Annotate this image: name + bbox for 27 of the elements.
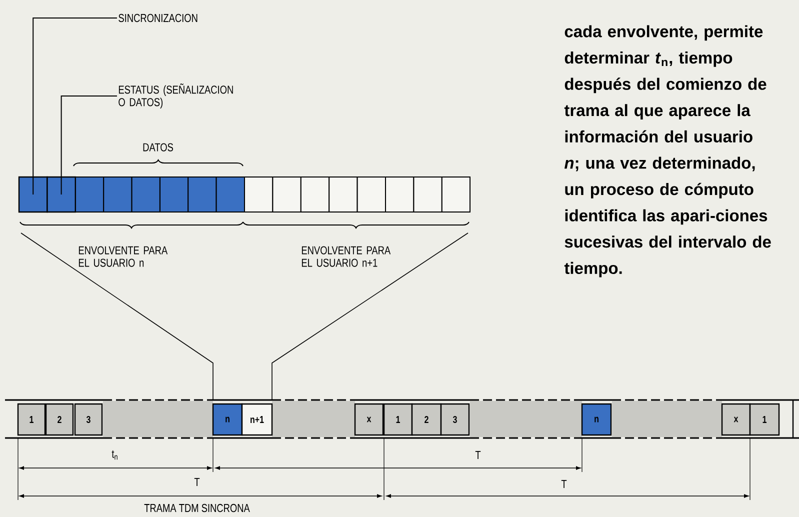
leader-line (32, 18, 118, 195)
slot-cell: 1 (749, 403, 780, 436)
slot-cell: 2 (411, 403, 442, 436)
dimension-label: T (194, 478, 200, 486)
slot-cell: n (581, 403, 612, 436)
slot-cell: n+1 (241, 403, 273, 436)
slot-cell: x (721, 403, 751, 436)
slot-cell (46, 176, 76, 213)
slot-cell: n (212, 403, 243, 436)
slot-cell: 2 (45, 403, 74, 436)
dimension-label: T (561, 480, 567, 488)
explanatory-paragraph: cada envolvente, permite determinar t$_{n}$, tiempo después del comienzo de trama al que aparece la información del usuario n; una vez determinado, un proceso de cómputo identifica las apari-ciones sucesivas del intervalo de tiempo. (564, 25, 771, 278)
envelope-label: ENVOLVENTE PARA EL USUARIO n (78, 246, 168, 267)
dimension-label: TRAMA TDM SINCRONA (144, 504, 250, 512)
dimension-label: T (475, 451, 481, 459)
dimension-label: t$_{n}$ (112, 450, 118, 460)
envelope-label: ENVOLVENTE PARA EL USUARIO n+1 (302, 246, 391, 267)
slot-cell: 3 (74, 403, 103, 436)
slot-cell: x (354, 403, 384, 436)
slot-cell: 1 (17, 403, 46, 436)
callout-text: SINCRONIZACION (118, 14, 198, 22)
slot-cell (18, 176, 48, 213)
slot-cell: 1 (383, 403, 413, 436)
callout-text: ESTATUS (SEÑALIZACION O DATOS) (118, 84, 233, 108)
slot-cell: 3 (440, 403, 470, 436)
leader-line (60, 96, 118, 195)
bracket-label: DATOS (143, 143, 174, 152)
